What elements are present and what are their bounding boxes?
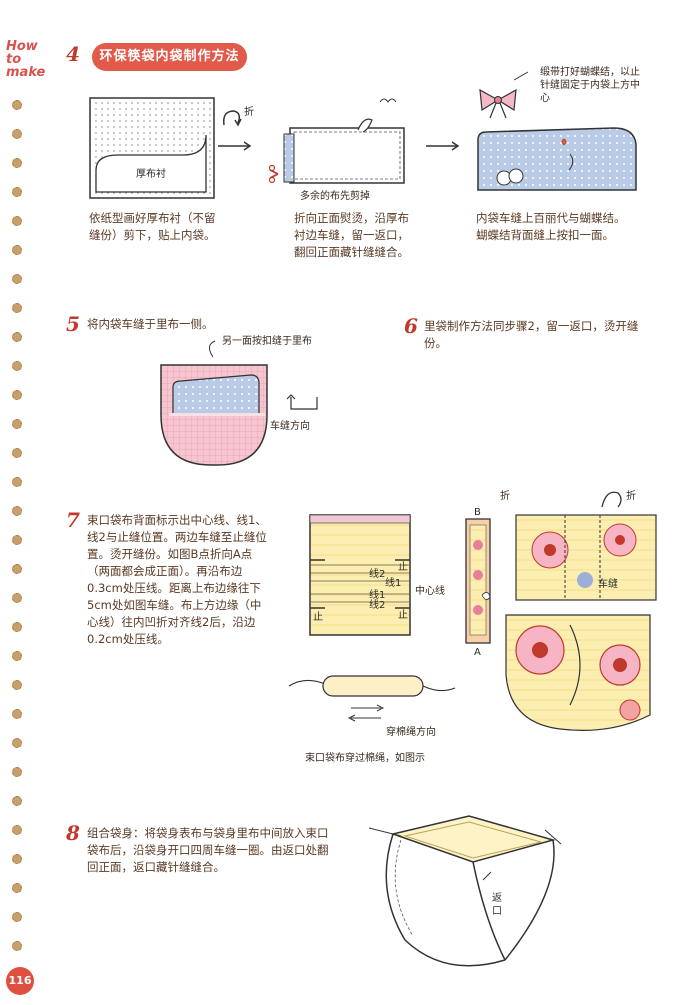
stop-label: 止 <box>398 561 408 573</box>
sidebar-dot <box>12 738 22 748</box>
step-5-figure <box>160 340 318 466</box>
sidebar-dot <box>12 680 22 690</box>
step-7-text: 束口袋布背面标示出中心线、线1、线2与止缝位置。两边车缝至止缝位置。烫开缝份。如… <box>87 513 267 646</box>
sidebar-dot <box>12 564 22 574</box>
sidebar-dot <box>12 506 22 516</box>
sidebar-dot <box>12 622 22 632</box>
interfacing-label: 厚布衬 <box>136 167 166 180</box>
decorative-dot-column <box>12 100 24 980</box>
snap-note: 另一面按扣缝于里布 <box>222 336 312 347</box>
sidebar-dot <box>12 709 22 719</box>
sidebar-dot <box>12 245 22 255</box>
step-7-number: 7 <box>66 508 80 532</box>
sidebar-title-line: How <box>6 39 38 54</box>
sidebar-dot <box>12 825 22 835</box>
step-7-figure-cord <box>288 675 456 722</box>
sidebar-dot <box>12 883 22 893</box>
step-4-desc-b: 折向正面熨烫，沿厚布衬边车缝，留一返口，翻回正面藏针缝缝合。 <box>294 211 409 259</box>
step-4-desc-a: 依纸型画好厚布衬（不留缝份）剪下，贴上内袋。 <box>89 211 216 242</box>
step-4-number: 4 <box>66 42 80 66</box>
step-7-figure-strip: B A <box>465 507 491 658</box>
line-2-label: 线2 <box>369 567 385 580</box>
sidebar-dot <box>12 187 22 197</box>
step-7-figure-folding: 折 车缝 <box>515 489 657 601</box>
point-b-label: B <box>474 507 481 518</box>
stop-label: 止 <box>313 611 323 623</box>
fold-label: 折 <box>244 105 254 118</box>
fold-arrow-icon: 折 <box>222 105 254 127</box>
step-4-title-banner: 环保筷袋内袋制作方法 <box>92 43 247 71</box>
return-opening-label: 返口 <box>492 893 502 917</box>
point-a-label: A <box>474 647 481 658</box>
step-7-figure-detail <box>505 614 651 731</box>
line-1-label: 线1 <box>369 588 385 601</box>
sidebar-dot <box>12 332 22 342</box>
step-8-text: 组合袋身：将袋身表布与袋身里布中间放入束口袋布后，沿袋身开口四周车缝一圈。由返口… <box>87 826 329 874</box>
sidebar-dot <box>12 854 22 864</box>
sidebar-dot <box>12 129 22 139</box>
step-4-figure-c <box>477 71 637 191</box>
center-line-label: 中心线 <box>415 586 445 597</box>
sidebar-dot <box>12 477 22 487</box>
sidebar-dot <box>12 941 22 951</box>
sidebar-dot <box>12 274 22 284</box>
arrow-right-icon <box>218 141 252 151</box>
fold-label: 折 <box>626 489 636 502</box>
sidebar-dot <box>12 535 22 545</box>
sidebar-dot <box>12 216 22 226</box>
page-number: 116 <box>6 967 34 995</box>
cord-direction-label: 穿棉绳方向 <box>386 727 436 738</box>
step-8-number: 8 <box>66 821 80 845</box>
trim-note: 多余的布先剪掉 <box>300 191 370 202</box>
sidebar-dot <box>12 767 22 777</box>
step-7-figure-fabric: 止 止 止 线2 线1 线1 线2 <box>309 514 411 636</box>
sidebar-dot <box>12 100 22 110</box>
step-8-figure-bag <box>368 815 562 967</box>
stop-label: 止 <box>398 609 408 621</box>
sidebar-dot <box>12 419 22 429</box>
line-2-label: 线2 <box>369 598 385 611</box>
step-4-figure-a: 厚布衬 <box>89 97 215 199</box>
sidebar-dot <box>12 361 22 371</box>
step-5-text: 将内袋车缝于里布一侧。 <box>87 317 214 331</box>
sidebar-dot <box>12 158 22 168</box>
arrow-right-icon <box>426 141 460 151</box>
step-7-caption: 束口袋布穿过棉绳，如图示 <box>305 753 425 764</box>
sidebar-title-line: to <box>6 52 22 67</box>
sew-label: 车缝 <box>598 577 618 590</box>
sidebar-dot <box>12 593 22 603</box>
sew-direction-label: 车缝方向 <box>270 421 310 432</box>
fold-label-top: 折 <box>500 491 510 502</box>
sidebar-dot <box>12 448 22 458</box>
bow-icon <box>479 88 517 119</box>
step-6-number: 6 <box>404 314 418 338</box>
step-6-text: 里袋制作方法同步骤2，留一返口，烫开缝份。 <box>424 319 639 350</box>
step-4-figure-b <box>268 98 405 184</box>
sidebar-dot <box>12 912 22 922</box>
sidebar-dot <box>12 390 22 400</box>
bow-note: 缎带打好蝴蝶结，以止针缝固定于内袋上方中心 <box>540 67 640 104</box>
sidebar-dot <box>12 651 22 661</box>
step-5-number: 5 <box>66 312 80 336</box>
line-1-label: 线1 <box>385 576 401 589</box>
sidebar-title-line: make <box>6 65 46 80</box>
sidebar-dot <box>12 303 22 313</box>
sidebar-title: How to make <box>6 40 46 79</box>
step-4-desc-c: 内袋车缝上百丽代与蝴蝶结。蝴蝶结背面缝上按扣一面。 <box>476 211 626 242</box>
sidebar-dot <box>12 796 22 806</box>
